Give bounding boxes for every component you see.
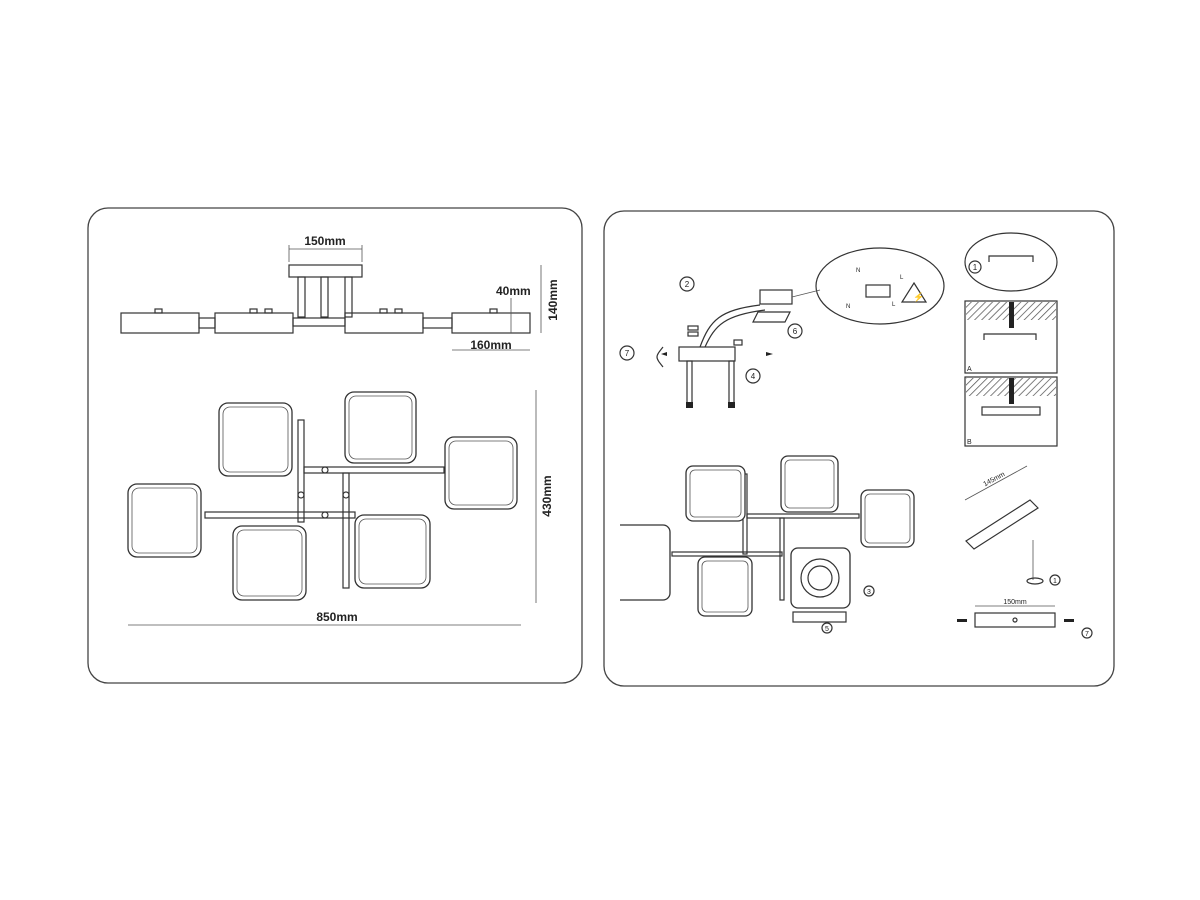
step-1-bracket-label: 1 (1053, 578, 1057, 585)
step-badges (619, 276, 803, 384)
step-7-bracket-label: 7 (1085, 631, 1089, 638)
dim-shade-length: 160mm (470, 338, 511, 352)
dim-total-height: 140mm (546, 279, 560, 320)
installation-panel: 2 7 4 6 N L N L ⚡ (603, 210, 1115, 687)
wire-l-label: L (900, 275, 904, 281)
wire-l2-label: L (892, 302, 896, 308)
warning-icon: ⚡ (913, 291, 924, 303)
side-view-drawing (120, 245, 542, 351)
dim-top-width: 150mm (304, 234, 345, 248)
step-5-label: 5 (825, 626, 829, 633)
step-6-label: 6 (793, 327, 798, 336)
top-view-drawing (127, 390, 537, 626)
variant-a-label: A (967, 366, 972, 373)
dimensions-panel: 150mm 40mm 140mm 160mm 430mm 850mm (87, 207, 583, 684)
mounting-details (957, 232, 1093, 639)
fixture-assembly-drawing (620, 455, 915, 634)
wire-n-label: N (856, 268, 860, 274)
bracket-width-label: 150mm (1003, 599, 1027, 606)
dim-total-width: 850mm (316, 610, 357, 624)
step-7-label: 7 (625, 349, 630, 358)
wire-n2-label: N (846, 304, 850, 310)
step-1-detail-label: 1 (973, 263, 978, 272)
variant-b-label: B (967, 439, 972, 446)
step-4-label: 4 (751, 372, 756, 381)
canopy-assembly-drawing (656, 247, 945, 408)
step-3-label: 3 (867, 589, 871, 596)
dim-shade-height: 40mm (496, 284, 531, 298)
dim-depth: 430mm (540, 475, 554, 516)
step-2-label: 2 (685, 280, 690, 289)
